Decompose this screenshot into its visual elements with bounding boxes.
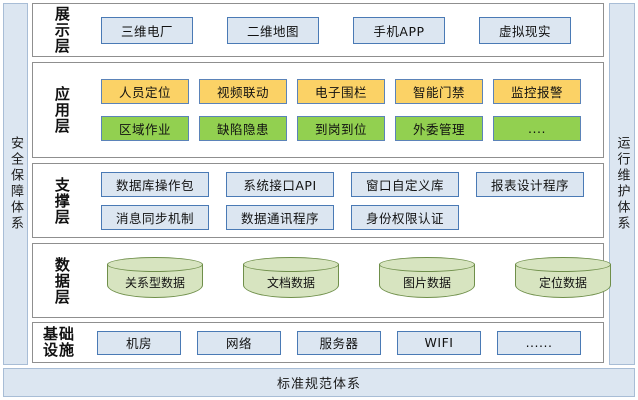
node-presentation-2[interactable]: 二维地图 [227, 16, 319, 44]
layer-presentation-body: 三维电厂 二维地图 手机APP 虚拟现实 [89, 4, 603, 56]
node-application-10[interactable]: .... [493, 116, 581, 141]
database-cylinder-2-label: 文档数据 [266, 276, 315, 290]
operation-maintenance-band-label: 运行维护体系 [614, 136, 630, 232]
cylinder-top-icon [107, 256, 203, 272]
layer-support-body: 数据库操作包 系统接口API 窗口自定义库 报表设计程序 消息同步机制 数据通讯… [89, 164, 603, 237]
node-support-7[interactable]: 身份权限认证 [351, 204, 459, 230]
security-guarantee-band-label: 安全保障体系 [8, 136, 23, 232]
standards-specification-bar: 标准规范体系 [3, 368, 635, 397]
layer-application-body: 人员定位 视频联动 电子围栏 智能门禁 监控报警 区域作业 缺陷隐患 到岗到位 … [89, 63, 603, 157]
node-application-1[interactable]: 人员定位 [101, 79, 189, 104]
layer-presentation: 展示层 三维电厂 二维地图 手机APP 虚拟现实 [32, 3, 604, 57]
cylinder-top-icon [243, 256, 339, 272]
node-application-9[interactable]: 外委管理 [395, 116, 483, 141]
layer-presentation-row: 三维电厂 二维地图 手机APP 虚拟现实 [101, 16, 597, 44]
node-support-6[interactable]: 数据通讯程序 [226, 204, 334, 230]
database-cylinder-1[interactable]: 关系型数据 [107, 256, 203, 305]
layer-infrastructure-body: 机房 网络 服务器 WIFI ...... [87, 323, 603, 362]
layer-presentation-label: 展示层 [52, 6, 71, 54]
database-cylinder-2[interactable]: 文档数据 [243, 256, 339, 305]
cylinder-top-icon [515, 256, 611, 272]
node-application-6[interactable]: 区域作业 [101, 116, 189, 141]
node-application-2[interactable]: 视频联动 [199, 79, 287, 104]
node-application-3[interactable]: 电子围栏 [297, 79, 385, 104]
cylinder-top-icon [379, 256, 475, 272]
layer-application-row-1: 人员定位 视频联动 电子围栏 智能门禁 监控报警 [101, 79, 597, 104]
node-infrastructure-5[interactable]: ...... [497, 330, 581, 355]
layer-application: 应用层 人员定位 视频联动 电子围栏 智能门禁 监控报警 区域作业 缺陷隐患 到… [32, 62, 604, 158]
node-support-5[interactable]: 消息同步机制 [101, 204, 209, 230]
node-support-2[interactable]: 系统接口API [226, 171, 334, 197]
node-application-4[interactable]: 智能门禁 [395, 79, 483, 104]
node-presentation-4[interactable]: 虚拟现实 [479, 16, 571, 44]
layer-data-label: 数据层 [52, 256, 71, 305]
node-application-8[interactable]: 到岗到位 [297, 116, 385, 141]
database-cylinder-1-label: 关系型数据 [124, 276, 185, 290]
layer-application-row-2: 区域作业 缺陷隐患 到岗到位 外委管理 .... [101, 116, 597, 141]
node-infrastructure-3[interactable]: 服务器 [297, 330, 381, 355]
node-application-5[interactable]: 监控报警 [493, 79, 581, 104]
database-cylinder-4[interactable]: 定位数据 [515, 256, 611, 305]
layer-support-label: 支撑层 [52, 176, 71, 225]
database-cylinder-3-label: 图片数据 [402, 276, 451, 290]
operation-maintenance-band: 运行维护体系 [609, 3, 635, 365]
layer-application-label: 应用层 [52, 86, 71, 134]
layer-data-row: 关系型数据 文档数据 图片数据 定位数据 [107, 256, 611, 305]
layer-support-row-2: 消息同步机制 数据通讯程序 身份权限认证 [101, 204, 597, 230]
layer-support: 支撑层 数据库操作包 系统接口API 窗口自定义库 报表设计程序 消息同步机制 … [32, 163, 604, 238]
node-infrastructure-4[interactable]: WIFI [397, 330, 481, 355]
layer-infrastructure-row: 机房 网络 服务器 WIFI ...... [97, 330, 597, 355]
node-presentation-1[interactable]: 三维电厂 [101, 16, 193, 44]
layer-support-row-1: 数据库操作包 系统接口API 窗口自定义库 报表设计程序 [101, 171, 597, 197]
layer-data: 数据层 关系型数据 文档数据 图片数据 [32, 243, 611, 318]
node-infrastructure-2[interactable]: 网络 [197, 330, 281, 355]
node-support-3[interactable]: 窗口自定义库 [351, 171, 459, 197]
security-guarantee-band: 安全保障体系 [3, 3, 28, 365]
node-presentation-3[interactable]: 手机APP [353, 16, 445, 44]
database-cylinder-3[interactable]: 图片数据 [379, 256, 475, 305]
layer-infrastructure-label: 基础设施 [42, 324, 75, 359]
node-infrastructure-1[interactable]: 机房 [97, 330, 181, 355]
standards-specification-bar-label: 标准规范体系 [276, 377, 361, 392]
node-application-7[interactable]: 缺陷隐患 [199, 116, 287, 141]
database-cylinder-4-label: 定位数据 [538, 276, 587, 290]
layer-infrastructure: 基础设施 机房 网络 服务器 WIFI ...... [32, 322, 604, 363]
layer-data-body: 关系型数据 文档数据 图片数据 定位数据 [89, 244, 617, 317]
node-support-1[interactable]: 数据库操作包 [101, 171, 209, 197]
node-support-4[interactable]: 报表设计程序 [476, 171, 584, 197]
